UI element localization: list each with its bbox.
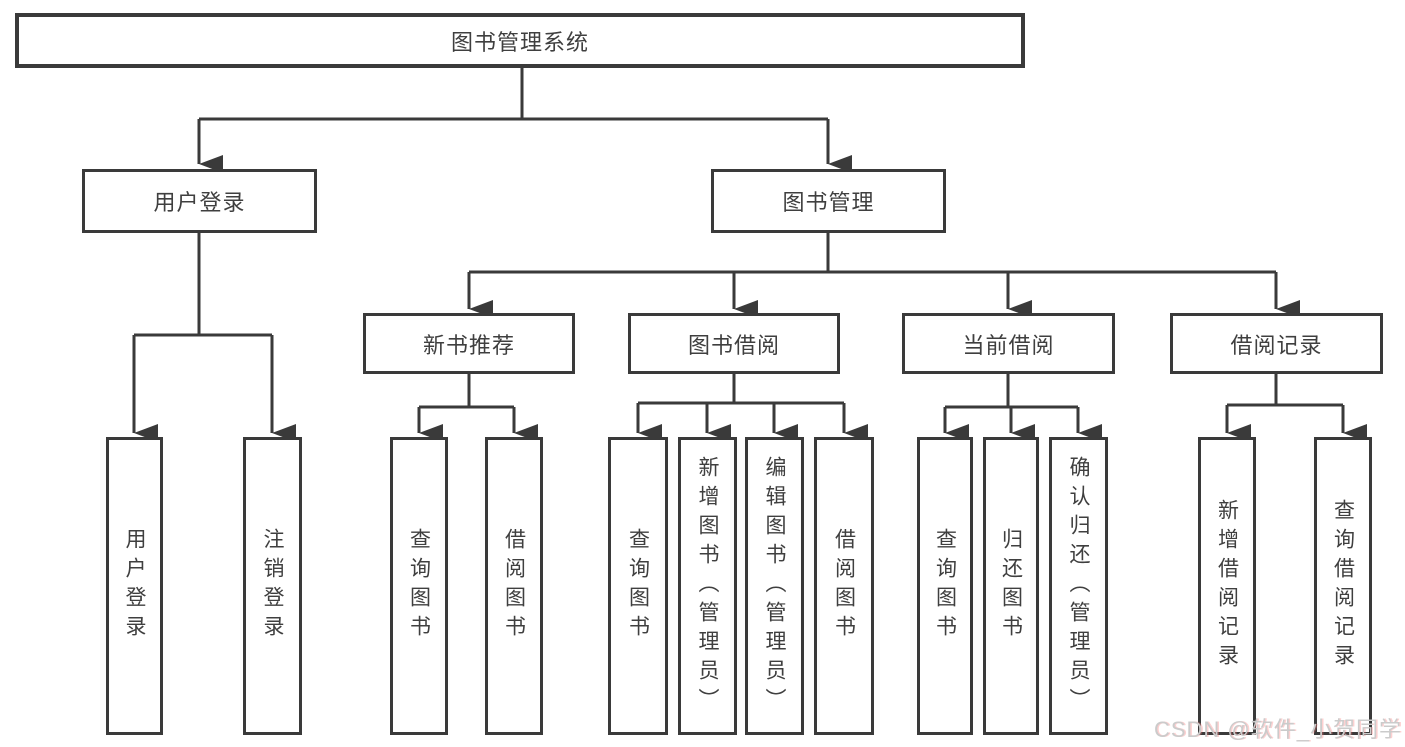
leaf-current-return-book-label: 归还图书 xyxy=(999,528,1023,644)
leaf-current-query-book-label: 查询图书 xyxy=(933,528,957,644)
leaf-user-login-label: 用户登录 xyxy=(123,528,146,644)
node-user-login-label: 用户登录 xyxy=(153,190,246,215)
leaf-borrowing-edit-book: 编辑图书（管理员） xyxy=(745,437,804,735)
node-borrowing-records: 借阅记录 xyxy=(1170,313,1383,374)
leaf-borrowing-borrow-book-label: 借阅图书 xyxy=(832,528,856,644)
node-current-borrowing-label: 当前借阅 xyxy=(962,332,1055,358)
leaf-logout-label: 注销登录 xyxy=(261,528,284,644)
leaf-current-confirm-return: 确认归还（管理员） xyxy=(1049,437,1108,735)
leaf-borrowing-query-book-label: 查询图书 xyxy=(626,528,650,644)
leaf-user-login: 用户登录 xyxy=(106,437,163,735)
node-user-login: 用户登录 xyxy=(82,169,317,233)
leaf-borrowing-query-book: 查询图书 xyxy=(608,437,668,735)
node-root-system: 图书管理系统 xyxy=(15,13,1025,68)
leaf-borrowing-borrow-book: 借阅图书 xyxy=(814,437,874,735)
leaf-recommend-borrow-book-label: 借阅图书 xyxy=(502,528,526,644)
leaf-records-add-record: 新增借阅记录 xyxy=(1198,437,1256,735)
leaf-records-add-record-label: 新增借阅记录 xyxy=(1215,499,1239,673)
leaf-borrowing-edit-book-label: 编辑图书（管理员） xyxy=(763,455,786,717)
leaf-logout: 注销登录 xyxy=(243,437,302,735)
csdn-watermark: CSDN @软件_小贺同学 xyxy=(1153,717,1402,742)
node-book-management-label: 图书管理 xyxy=(782,190,875,215)
leaf-records-query-record-label: 查询借阅记录 xyxy=(1331,499,1355,673)
leaf-recommend-query-book-label: 查询图书 xyxy=(407,528,431,644)
leaf-current-query-book: 查询图书 xyxy=(917,437,973,735)
node-new-book-recommend-label: 新书推荐 xyxy=(422,332,515,358)
leaf-recommend-query-book: 查询图书 xyxy=(390,437,448,735)
node-borrowing-records-label: 借阅记录 xyxy=(1230,332,1323,358)
leaf-borrowing-add-book-label: 新增图书（管理员） xyxy=(696,455,719,717)
node-book-management: 图书管理 xyxy=(711,169,946,233)
node-new-book-recommend: 新书推荐 xyxy=(363,313,575,374)
node-root-system-label: 图书管理系统 xyxy=(450,29,589,55)
leaf-recommend-borrow-book: 借阅图书 xyxy=(485,437,543,735)
node-current-borrowing: 当前借阅 xyxy=(902,313,1115,374)
leaf-records-query-record: 查询借阅记录 xyxy=(1314,437,1372,735)
leaf-borrowing-add-book: 新增图书（管理员） xyxy=(678,437,737,735)
leaf-current-confirm-return-label: 确认归还（管理员） xyxy=(1067,455,1090,717)
leaf-current-return-book: 归还图书 xyxy=(983,437,1039,735)
node-book-borrowing: 图书借阅 xyxy=(628,313,840,374)
node-book-borrowing-label: 图书借阅 xyxy=(687,332,780,358)
